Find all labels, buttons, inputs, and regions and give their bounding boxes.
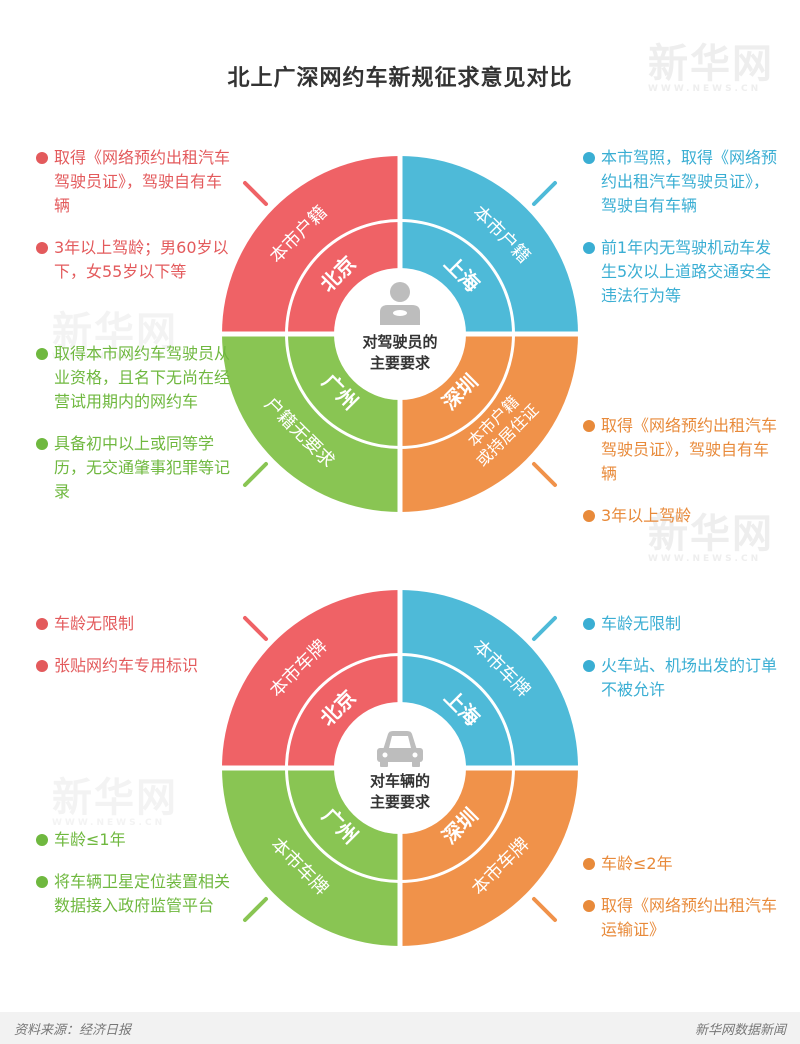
bullet-dot (583, 660, 595, 672)
bullet-dot (36, 438, 48, 450)
bullet-dot (583, 618, 595, 630)
requirement-item: 张贴网约车专用标识 (36, 654, 246, 678)
center-circle (334, 702, 466, 834)
page-title: 北上广深网约车新规征求意见对比 (227, 66, 573, 91)
connector-line-guangzhou (243, 897, 268, 922)
footer: 资料来源：经济日报 新华网数据新闻 (0, 1012, 800, 1044)
center-label-line-2: 主要要求 (370, 793, 431, 811)
source-credit: 资料来源：经济日报 (14, 1023, 132, 1038)
requirement-item: 3年以上驾龄；男60岁以下，女55岁以下等 (36, 236, 236, 284)
requirement-item: 车龄≤1年 (36, 828, 236, 852)
center-label-line-1: 对驾驶员的 (362, 333, 437, 351)
brand-credit: 新华网数据新闻 (694, 1023, 786, 1038)
bullet-dot (583, 900, 595, 912)
requirement-item: 取得《网络预约出租汽车运输证》 (583, 894, 778, 942)
requirement-item: 本市驾照，取得《网络预约出租汽车驾驶员证》，驾驶自有车辆 (583, 146, 778, 218)
requirement-item: 车龄≤2年 (583, 852, 778, 876)
bullet-dot (583, 242, 595, 254)
requirement-item: 取得本市网约车驾驶员从业资格，且名下无尚在经营试用期内的网约车 (36, 342, 236, 414)
requirement-item: 取得《网络预约出租汽车驾驶员证》，驾驶自有车辆 (36, 146, 236, 218)
bullet-dot (36, 152, 48, 164)
driver-requirements-diagram: 对驾驶员的 主要要求 北京 上海 广州 深圳 本市户籍 本市户籍 户籍无要求 本… (216, 150, 584, 518)
connector-line-shanghai (532, 616, 557, 641)
connector-line-shanghai (532, 181, 557, 206)
driver-requirements-shanghai: 本市驾照，取得《网络预约出租汽车驾驶员证》，驾驶自有车辆 前1年内无驾驶机动车发… (583, 146, 778, 326)
connector-line-guangzhou (243, 462, 268, 487)
connector-lines (243, 616, 557, 922)
vehicle-requirements-shenzhen: 车龄≤2年 取得《网络预约出租汽车运输证》 (583, 852, 778, 960)
bullet-dot (583, 858, 595, 870)
connector-lines (243, 181, 557, 487)
driver-requirements-beijing: 取得《网络预约出租汽车驾驶员证》，驾驶自有车辆 3年以上驾龄；男60岁以下，女5… (36, 146, 236, 302)
bullet-dot (36, 348, 48, 360)
vehicle-requirements-shanghai: 车龄无限制 火车站、机场出发的订单不被允许 (583, 612, 778, 720)
vehicle-requirements-diagram: 对车辆的 主要要求 北京 上海 广州 深圳 本市车牌 本市车牌 本市车牌 本市车… (216, 585, 584, 953)
center-circle (334, 268, 466, 400)
connector-line-shenzhen (532, 462, 557, 487)
requirement-item: 取得《网络预约出租汽车驾驶员证》，驾驶自有车辆 (583, 414, 778, 486)
center-label-line-2: 主要要求 (370, 354, 431, 372)
requirement-item: 火车站、机场出发的订单不被允许 (583, 654, 778, 702)
connector-line-shenzhen (532, 897, 557, 922)
vehicle-requirements-guangzhou: 车龄≤1年 将车辆卫星定位装置相关数据接入政府监管平台 (36, 828, 236, 936)
requirement-item: 3年以上驾龄 (583, 504, 778, 528)
bullet-dot (36, 834, 48, 846)
bullet-dot (583, 152, 595, 164)
requirement-item: 车龄无限制 (583, 612, 778, 636)
bullet-dot (583, 420, 595, 432)
driver-person-icon (380, 282, 420, 325)
center-label-line-1: 对车辆的 (370, 772, 430, 790)
bullet-dot (36, 242, 48, 254)
connector-line-beijing (243, 616, 268, 641)
driver-requirements-shenzhen: 取得《网络预约出租汽车驾驶员证》，驾驶自有车辆 3年以上驾龄 (583, 414, 778, 546)
bullet-dot (36, 660, 48, 672)
requirement-item: 具备初中以上或同等学历，无交通肇事犯罪等记录 (36, 432, 236, 504)
driver-requirements-guangzhou: 取得本市网约车驾驶员从业资格，且名下无尚在经营试用期内的网约车 具备初中以上或同… (36, 342, 236, 522)
bullet-dot (36, 876, 48, 888)
bullet-dot (583, 510, 595, 522)
car-icon (377, 731, 423, 767)
requirement-item: 前1年内无驾驶机动车发生5次以上道路交通安全违法行为等 (583, 236, 778, 308)
requirement-item: 车龄无限制 (36, 612, 246, 636)
requirement-item: 将车辆卫星定位装置相关数据接入政府监管平台 (36, 870, 236, 918)
bullet-dot (36, 618, 48, 630)
vehicle-requirements-beijing: 车龄无限制 张贴网约车专用标识 (36, 612, 246, 696)
connector-line-beijing (243, 181, 268, 206)
